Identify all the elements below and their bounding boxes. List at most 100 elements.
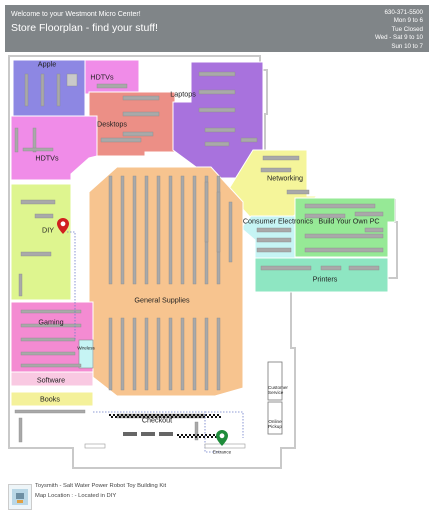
- shelf-unit: [108, 317, 113, 391]
- shelf-unit: [100, 137, 142, 143]
- checkout-tile: [125, 414, 127, 416]
- checkout-tile: [191, 436, 193, 438]
- shelf-unit: [204, 181, 209, 243]
- label-hdtvs-top: HDTVs: [90, 72, 114, 82]
- shelf-unit: [56, 73, 61, 107]
- shelf-unit: [198, 107, 236, 113]
- checkout-tile: [113, 414, 115, 416]
- door-entrance: [204, 443, 246, 449]
- shelf-unit: [216, 317, 221, 391]
- checkout-tile: [143, 416, 145, 418]
- checkout-tile: [211, 436, 213, 438]
- checkout-tile: [197, 414, 199, 416]
- checkout-tile: [199, 436, 201, 438]
- product-name[interactable]: Toysmith - Salt Water Power Robot Toy Bu…: [35, 483, 167, 489]
- shelf-unit: [120, 317, 125, 391]
- shelf-unit: [122, 131, 154, 137]
- checkout-tile: [141, 414, 143, 416]
- hours-tue: Tue Closed: [391, 25, 423, 33]
- checkout-tile: [167, 416, 169, 418]
- checkout-tile: [193, 414, 195, 416]
- checkout-tile: [151, 416, 153, 418]
- checkout-lane: [123, 432, 137, 436]
- zone-general-supplies[interactable]: [88, 166, 244, 397]
- label-networking: Networking: [267, 173, 303, 183]
- checkout-tile: [195, 436, 197, 438]
- checkout-tile: [189, 414, 191, 416]
- checkout-tile: [131, 416, 133, 418]
- checkout-tile: [181, 414, 183, 416]
- shelf-unit: [286, 189, 310, 195]
- checkout-tile: [127, 416, 129, 418]
- door-left: [84, 443, 106, 449]
- label-consumer-electronics: Consumer Electronics: [242, 216, 314, 226]
- shelf-unit: [194, 421, 199, 441]
- location-pin-icon[interactable]: [57, 218, 69, 234]
- checkout-tile: [201, 434, 203, 436]
- store-hours: 630-371-5500 Mon 9 to 6 Tue Closed Wed -…: [375, 9, 423, 51]
- checkout-tile: [203, 416, 205, 418]
- shelf-unit: [354, 211, 384, 217]
- checkout-tile: [187, 436, 189, 438]
- shelf-unit: [320, 265, 342, 271]
- welcome-text: Welcome to your Westmont Micro Center!: [11, 11, 141, 18]
- shelf-unit: [240, 137, 258, 143]
- checkout-tile: [185, 434, 187, 436]
- customer-service-desk[interactable]: [267, 361, 283, 401]
- shelf-unit: [24, 73, 29, 107]
- shelf-unit: [204, 141, 230, 147]
- shelf-unit: [122, 95, 160, 101]
- shelf-unit: [96, 83, 128, 89]
- shelf-unit: [40, 73, 45, 107]
- label-apple: Apple: [37, 59, 57, 69]
- label-build-your-own-pc: Build Your Own PC: [318, 216, 380, 226]
- product-thumbnail[interactable]: [8, 484, 32, 510]
- store-floorplan-map[interactable]: Apple HDTVs Laptops Desktops HDTVs Netwo…: [5, 52, 429, 476]
- label-books: Books: [40, 394, 60, 404]
- checkout-tile: [207, 436, 209, 438]
- checkout-tile: [213, 434, 215, 436]
- checkout-tile: [181, 434, 183, 436]
- label-desktops: Desktops: [97, 119, 127, 129]
- checkout-tile: [191, 416, 193, 418]
- shelf-unit: [260, 167, 292, 173]
- shelf-unit: [66, 73, 78, 87]
- shelf-unit: [122, 111, 160, 117]
- shelf-unit: [132, 175, 137, 285]
- zone-laptops[interactable]: [172, 61, 264, 179]
- zone-hdtvs-left[interactable]: [10, 115, 98, 181]
- checkout-tile: [109, 414, 111, 416]
- label-hdtvs-left: HDTVs: [35, 153, 59, 163]
- zone-diy[interactable]: [10, 183, 72, 301]
- hours-wed-sat: Wed - Sat 9 to 10: [374, 34, 423, 42]
- shelf-unit: [198, 71, 236, 77]
- checkout-tile: [157, 414, 159, 416]
- checkout-tile: [137, 414, 139, 416]
- checkout-tile: [203, 436, 205, 438]
- checkout-tile: [169, 414, 171, 416]
- shelf-unit: [304, 233, 384, 239]
- zone-books[interactable]: [10, 391, 94, 407]
- shelf-unit: [364, 227, 384, 233]
- checkout-tile: [179, 416, 181, 418]
- zone-wireless[interactable]: [78, 339, 94, 369]
- online-pickup-desk[interactable]: [267, 401, 283, 435]
- shelf-unit: [180, 175, 185, 285]
- shelf-unit: [144, 317, 149, 391]
- checkout-tile: [201, 414, 203, 416]
- shelf-unit: [216, 191, 221, 253]
- shelf-unit: [198, 89, 236, 95]
- zone-apple[interactable]: [12, 59, 86, 119]
- checkout-tile: [123, 416, 125, 418]
- checkout-tile: [207, 416, 209, 418]
- checkout-tile: [209, 434, 211, 436]
- checkout-tile: [149, 414, 151, 416]
- hours-sun: Sun 10 to 7: [391, 42, 423, 50]
- shelf-unit: [256, 247, 292, 253]
- checkout-tile: [183, 416, 185, 418]
- checkout-tile: [205, 434, 207, 436]
- zone-software[interactable]: [10, 371, 94, 387]
- entrance-pin-icon[interactable]: [216, 430, 228, 446]
- shelf-unit: [156, 317, 161, 391]
- label-software: Software: [36, 375, 66, 385]
